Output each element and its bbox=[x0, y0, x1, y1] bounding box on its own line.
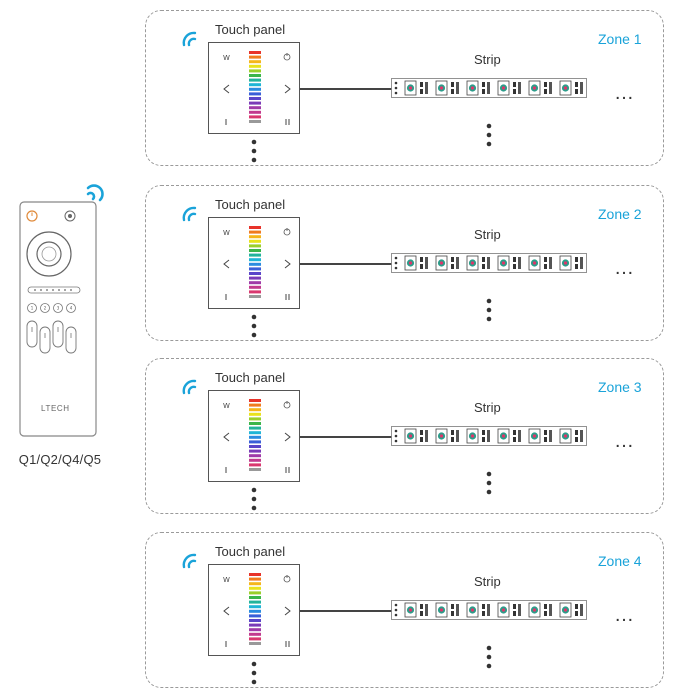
led-strip-icon bbox=[391, 253, 587, 273]
connection-wire bbox=[300, 88, 392, 90]
strip-continues-ellipsis: … bbox=[614, 604, 636, 626]
svg-text:2: 2 bbox=[44, 306, 47, 311]
more-strips-dots bbox=[486, 645, 492, 669]
more-panels-dots bbox=[251, 139, 257, 163]
more-strips-dots bbox=[486, 298, 492, 322]
touch-panel-icon: W bbox=[208, 42, 300, 134]
remote-caption: Q1/Q2/Q4/Q5 bbox=[18, 452, 102, 467]
zone-label: Zone 3 bbox=[598, 379, 642, 395]
strip-title: Strip bbox=[474, 52, 501, 67]
zone-box bbox=[145, 532, 664, 688]
led-strip-icon bbox=[391, 78, 587, 98]
wifi-icon bbox=[182, 379, 197, 395]
svg-text:W: W bbox=[223, 229, 230, 237]
touch-panel-icon: W bbox=[208, 390, 300, 482]
touch-panel-icon: W bbox=[208, 217, 300, 309]
zone-label: Zone 1 bbox=[598, 31, 642, 47]
svg-text:W: W bbox=[223, 576, 230, 584]
zone-box bbox=[145, 185, 664, 341]
panel-title: Touch panel bbox=[215, 370, 286, 385]
remote-control-icon: 1 2 3 4 LTECH bbox=[19, 201, 97, 437]
panel-title: Touch panel bbox=[215, 544, 286, 559]
more-panels-dots bbox=[251, 487, 257, 511]
more-panels-dots bbox=[251, 314, 257, 338]
wifi-icon bbox=[182, 206, 197, 222]
more-strips-dots bbox=[486, 123, 492, 147]
strip-continues-ellipsis: … bbox=[614, 430, 636, 452]
connection-wire bbox=[300, 610, 392, 612]
svg-text:W: W bbox=[223, 54, 230, 62]
led-strip-icon bbox=[391, 426, 587, 446]
strip-title: Strip bbox=[474, 227, 501, 242]
zone-label: Zone 2 bbox=[598, 206, 642, 222]
panel-title: Touch panel bbox=[215, 22, 286, 37]
svg-text:1: 1 bbox=[31, 306, 34, 311]
touch-panel-icon: W bbox=[208, 564, 300, 656]
svg-text:W: W bbox=[223, 402, 230, 410]
svg-text:3: 3 bbox=[57, 306, 60, 311]
strip-continues-ellipsis: … bbox=[614, 257, 636, 279]
wifi-icon bbox=[182, 31, 197, 47]
strip-title: Strip bbox=[474, 574, 501, 589]
zone-box bbox=[145, 10, 664, 166]
remote-brand: LTECH bbox=[41, 404, 70, 413]
more-panels-dots bbox=[251, 661, 257, 685]
panel-title: Touch panel bbox=[215, 197, 286, 212]
wifi-icon bbox=[182, 553, 197, 569]
connection-wire bbox=[300, 436, 392, 438]
strip-title: Strip bbox=[474, 400, 501, 415]
zone-box bbox=[145, 358, 664, 514]
connection-wire bbox=[300, 263, 392, 265]
led-strip-icon bbox=[391, 600, 587, 620]
zone-label: Zone 4 bbox=[598, 553, 642, 569]
remote-wifi-icon bbox=[86, 184, 104, 202]
svg-text:4: 4 bbox=[70, 306, 73, 311]
strip-continues-ellipsis: … bbox=[614, 82, 636, 104]
more-strips-dots bbox=[486, 471, 492, 495]
